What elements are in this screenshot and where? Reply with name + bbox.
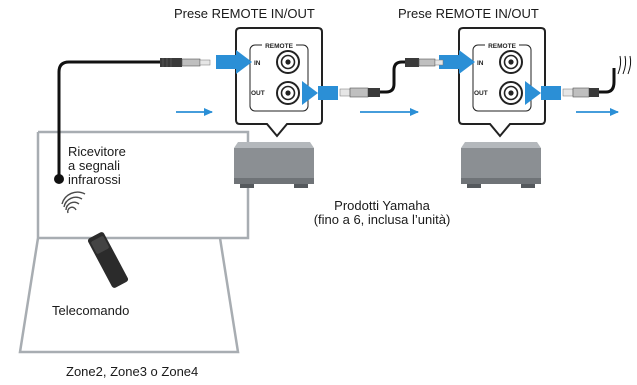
out-arrow-1 bbox=[302, 81, 338, 105]
remote-panel-2: REMOTE IN OUT bbox=[458, 27, 546, 138]
remote-control bbox=[87, 232, 129, 288]
yamaha-device-2 bbox=[461, 142, 541, 188]
yamaha-products-label-line2: (fino a 6, inclusa l’unità) bbox=[313, 212, 451, 227]
remote-panel-2-title: REMOTE bbox=[488, 43, 516, 50]
jack-label-right: Prese REMOTE IN/OUT bbox=[398, 6, 539, 21]
ir-cable bbox=[57, 58, 211, 177]
continue-cable bbox=[562, 55, 632, 98]
remote-panel-1-title: REMOTE bbox=[265, 43, 293, 50]
remote-panel-2-in-label: IN bbox=[477, 60, 484, 67]
remote-panel-1-out-label: OUT bbox=[251, 90, 265, 97]
remote-panel-1: REMOTE IN OUT bbox=[235, 27, 323, 138]
yamaha-products-label-line1: Prodotti Yamaha bbox=[334, 198, 430, 213]
remote-panel-1-in-label: IN bbox=[254, 60, 261, 67]
room-outline bbox=[18, 130, 250, 354]
ir-receiver-label-line2: a segnali bbox=[68, 158, 121, 173]
remote-control-label: Telecomando bbox=[52, 303, 130, 318]
in-arrow-1 bbox=[216, 50, 252, 74]
ir-receiver-label-line1: Ricevitore bbox=[68, 144, 126, 159]
ir-signal-icon bbox=[61, 191, 86, 214]
remote-panel-2-out-label: OUT bbox=[474, 90, 488, 97]
ir-receiver-dot bbox=[54, 174, 64, 184]
yamaha-device-1 bbox=[234, 142, 314, 188]
ir-receiver-label-line3: infrarossi bbox=[68, 172, 121, 187]
out-arrow-2 bbox=[525, 81, 561, 105]
zones-label: Zone2, Zone3 o Zone4 bbox=[66, 364, 199, 379]
jack-label-left: Prese REMOTE IN/OUT bbox=[174, 6, 315, 21]
in-arrow-2 bbox=[439, 50, 475, 74]
link-cable bbox=[339, 58, 444, 98]
